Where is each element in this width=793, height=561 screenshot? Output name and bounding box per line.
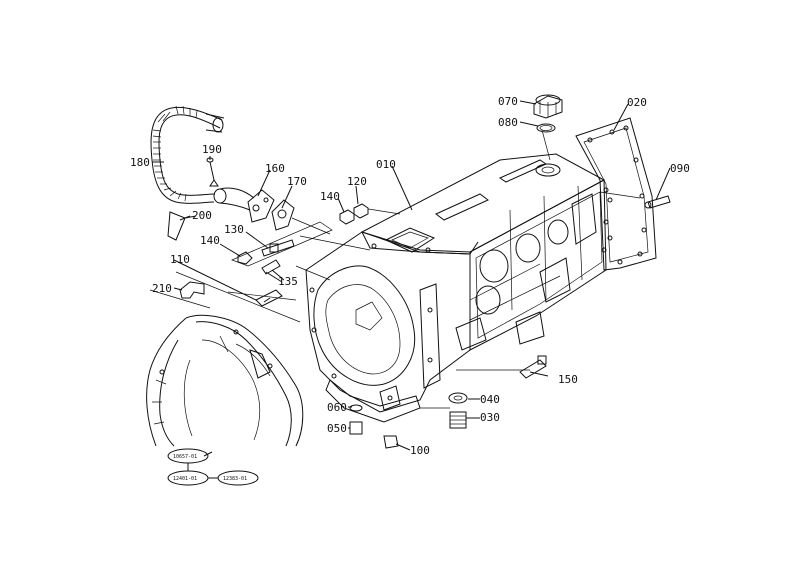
label-130: 130 [224, 223, 244, 236]
label-010: 010 [376, 158, 396, 171]
nut-140-top [339, 209, 355, 225]
transmission-case-010 [305, 153, 609, 423]
o-ring-080 [536, 123, 556, 133]
label-140-top: 140 [320, 190, 340, 203]
side-cover-020 [575, 117, 657, 271]
label-080: 080 [498, 116, 518, 129]
nut-120 [353, 203, 369, 219]
part-labels: 010 020 030 040 050 060 070 080 090 100 … [130, 95, 690, 457]
label-040: 040 [480, 393, 500, 406]
label-160: 160 [265, 162, 285, 175]
label-120: 120 [347, 175, 367, 188]
label-210: 210 [152, 282, 172, 295]
label-100: 100 [410, 444, 430, 457]
flange-160 [247, 189, 275, 223]
bolt-090 [644, 195, 671, 209]
washer-060 [349, 404, 363, 412]
stud-110 [255, 289, 283, 307]
clamp-190 [206, 157, 219, 187]
label-170: 170 [287, 175, 307, 188]
elbow-210 [179, 281, 205, 299]
flywheel-housing [146, 314, 304, 447]
reference-ovals: 10657-01 12401-01 12383-01 [167, 448, 259, 486]
label-110: 110 [170, 253, 190, 266]
label-090: 090 [670, 162, 690, 175]
label-020: 020 [627, 96, 647, 109]
label-060: 060 [327, 401, 347, 414]
label-030: 030 [480, 411, 500, 424]
washer-040 [448, 392, 468, 404]
label-200: 200 [192, 209, 212, 222]
label-070: 070 [498, 95, 518, 108]
label-190: 190 [202, 143, 222, 156]
plug-100 [383, 435, 399, 449]
label-050: 050 [327, 422, 347, 435]
label-150: 150 [558, 373, 578, 386]
ref-3: 12383-01 [223, 476, 247, 482]
leader-lines [152, 100, 671, 457]
bolt-150 [519, 355, 547, 379]
label-140-left: 140 [200, 234, 220, 247]
stud-135 [261, 259, 283, 283]
gasket-170 [271, 199, 295, 231]
ref-1: 10657-01 [173, 454, 197, 460]
plug-050 [349, 421, 363, 435]
oil-cap-070 [533, 94, 563, 119]
bolt-130 [261, 239, 295, 257]
hose-assembly [150, 105, 255, 211]
nut-140-left [237, 251, 253, 265]
label-180: 180 [130, 156, 150, 169]
ref-2: 12401-01 [173, 476, 197, 482]
label-135: 135 [278, 275, 298, 288]
plug-030 [449, 411, 467, 429]
